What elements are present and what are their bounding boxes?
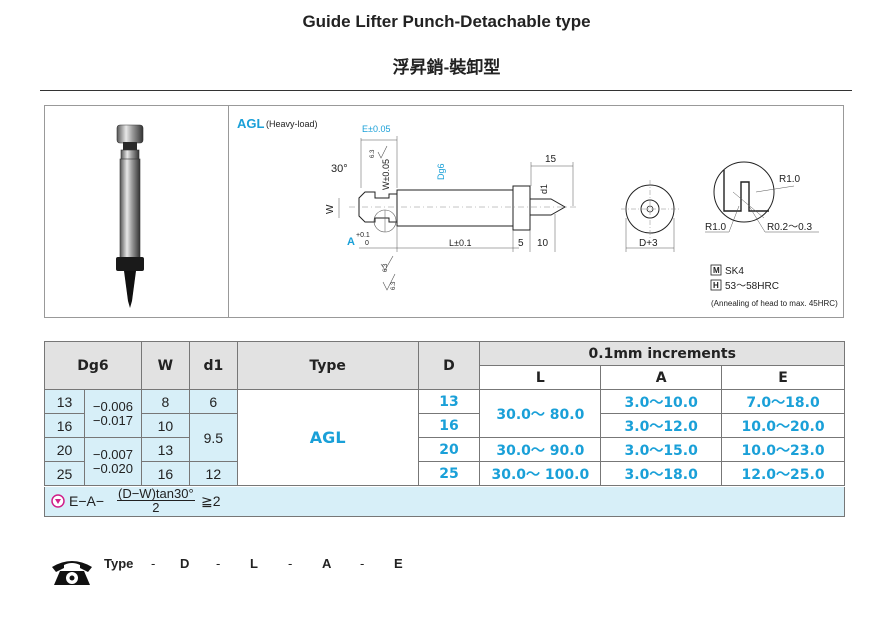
d-plus-3: D+3 [639, 238, 658, 249]
phone-icon [52, 561, 92, 585]
svg-text:H: H [713, 281, 719, 290]
header-a: A [600, 365, 723, 390]
roughness-mark-1: 6.3 [370, 149, 376, 158]
cell-l: 30.0～ 80.0 [479, 389, 602, 438]
dg6-label: Dg6 [436, 163, 446, 180]
cell-type: AGL [236, 389, 419, 486]
cell-dg6: 16 [44, 413, 85, 438]
cell-d: 25 [417, 461, 481, 486]
hardness-icon [710, 279, 722, 291]
table-row: 16 10 9.5 16 3.0～12.0 10.0～20.0 [44, 413, 845, 462]
hint-icon [51, 494, 65, 508]
header-type: Type [236, 341, 419, 390]
roughness-mark-2: 6.3 [383, 263, 389, 272]
a-label: A [347, 236, 355, 248]
l-tolerance: L±0.1 [449, 238, 471, 248]
punch-photo [116, 124, 144, 308]
cell-w: 13 [140, 437, 190, 462]
cell-a: 3.0～12.0 [600, 413, 723, 438]
d1-label: d1 [539, 184, 549, 194]
cell-l: 30.0～ 90.0 [479, 437, 602, 462]
dim-10: 10 [537, 238, 549, 249]
order-a: A [322, 556, 332, 571]
order-d: D [180, 556, 190, 571]
header-w: W [140, 341, 190, 390]
cell-a: 3.0～15.0 [600, 437, 723, 462]
spec-table: Dg6 W d1 Type D 0.1mm increments L A E 1… [44, 341, 845, 486]
r1-bottom: R1.0 [705, 222, 727, 233]
title-divider [40, 90, 852, 91]
cell-dg6: 25 [44, 461, 85, 486]
cell-d1: 12 [188, 461, 238, 486]
header-d: D [417, 341, 481, 390]
order-dash: - [216, 556, 221, 571]
cell-w: 16 [140, 461, 190, 486]
formula-row: E−A− (D−W)tan30° 2 ≧2 [44, 487, 845, 517]
cell-d1: 9.5 [188, 413, 238, 462]
e-tolerance: E±0.05 [362, 124, 390, 134]
order-dash: - [288, 556, 293, 571]
r02-label: R0.2～0.3 [767, 222, 812, 233]
table-row: 20 −0.007−0.020 13 20 30.0～ 90.0 3.0～15.… [44, 437, 845, 486]
cell-d: 13 [417, 389, 481, 414]
cell-dg6: 20 [44, 437, 85, 462]
table-row: 25 16 12 25 30.0～ 100.0 3.0～18.0 12.0～25… [44, 461, 845, 486]
a-tol-bot: 0 [365, 240, 369, 247]
drawing-divider [228, 105, 229, 318]
formula-fraction: (D−W)tan30° 2 [117, 487, 195, 514]
svg-text:M: M [713, 266, 720, 275]
angle-label: 30° [331, 163, 348, 175]
technical-drawing: AGL (Heavy-load) E±0.05 6.3 30° W±0.05 D… [237, 116, 838, 308]
material-icon [710, 264, 722, 276]
cell-dg6: 13 [44, 389, 85, 414]
roughness-mark-3: 6.3 [391, 281, 397, 290]
header-dg6: Dg6 [44, 341, 142, 390]
formula-suffix: ≧2 [201, 493, 221, 509]
page-subtitle: 浮昇銷-裝卸型 [392, 58, 501, 77]
drawing-panel [44, 105, 844, 318]
order-l: L [250, 556, 258, 571]
annealing-note: (Annealing of head to max. 45HRC) [711, 299, 838, 308]
cell-d1: 6 [188, 389, 238, 414]
cell-w: 8 [140, 389, 190, 414]
hardness-text: 53～58HRC [725, 281, 779, 292]
cell-w: 10 [140, 413, 190, 438]
r1-top: R1.0 [779, 174, 801, 185]
formula-tan: tan30° [155, 486, 194, 501]
cell-a: 3.0～10.0 [600, 389, 723, 414]
order-dash: - [360, 556, 365, 571]
formula-prefix: E−A− [69, 493, 105, 509]
w-label: W [325, 204, 336, 214]
formula-numerator: (D−W) [118, 486, 156, 501]
cell-l: 30.0～ 100.0 [479, 461, 602, 486]
cell-a: 3.0～18.0 [600, 461, 723, 486]
cell-e: 12.0～25.0 [721, 461, 845, 486]
cell-tolerance: −0.006−0.017 [83, 389, 142, 438]
order-e: E [394, 556, 403, 571]
model-note: (Heavy-load) [266, 119, 318, 129]
table-row: 13 −0.006−0.017 8 6 AGL 13 30.0～ 80.0 3.… [44, 389, 845, 486]
a-tol-top: +0.1 [356, 232, 370, 239]
material-text: SK4 [725, 266, 744, 277]
header-e: E [721, 365, 845, 390]
cell-tolerance: −0.007−0.020 [83, 437, 142, 486]
cell-e: 10.0～23.0 [721, 437, 845, 462]
order-dash: - [151, 556, 156, 571]
order-type: Type [104, 556, 134, 571]
dim-15: 15 [545, 154, 557, 165]
header-increments: 0.1mm increments [479, 341, 845, 366]
cell-e: 10.0～20.0 [721, 413, 845, 438]
cell-d: 16 [417, 413, 481, 438]
w-tolerance: W±0.05 [381, 159, 391, 190]
cell-d: 20 [417, 437, 481, 462]
page-title: Guide Lifter Punch-Detachable type [302, 12, 591, 31]
model-label: AGL [237, 116, 265, 131]
header-d1: d1 [188, 341, 238, 390]
formula-denominator: 2 [152, 500, 160, 515]
cell-e: 7.0～18.0 [721, 389, 845, 414]
header-l: L [479, 365, 602, 390]
dim-5: 5 [518, 238, 524, 249]
